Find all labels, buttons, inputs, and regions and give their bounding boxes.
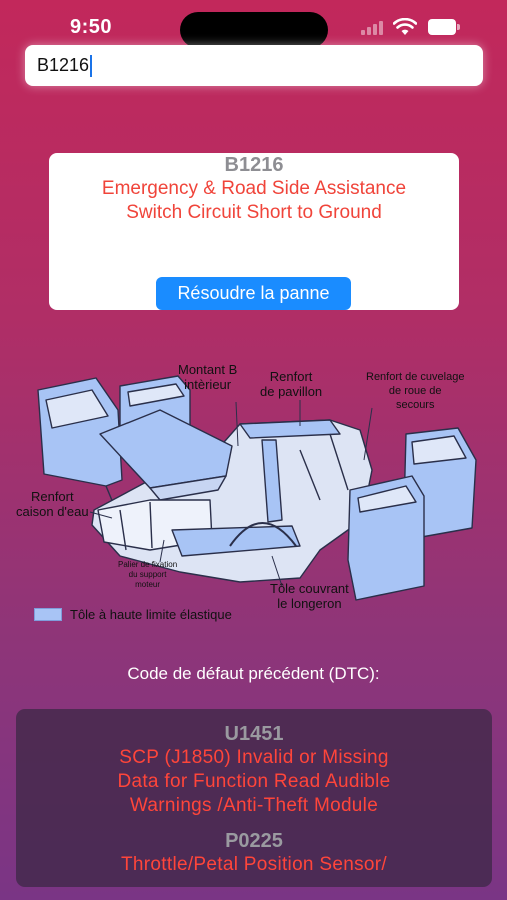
dtc-item[interactable]: U1451 SCP (J1850) Invalid or Missing Dat… xyxy=(16,709,492,818)
result-description-line: Emergency & Road Side Assistance xyxy=(101,178,407,199)
label-line: secours xyxy=(395,399,435,411)
dtc-description-line: Warnings /Anti-Theft Module xyxy=(129,795,379,816)
wifi-icon xyxy=(392,17,418,36)
label-line: intèrieur xyxy=(184,377,232,392)
dynamic-island xyxy=(180,12,328,48)
label-palier: Palier de fixation du support moteur xyxy=(118,560,177,590)
label-line: de pavillon xyxy=(260,384,323,399)
label-renfort-caison: Renfort caison d'eau xyxy=(16,489,89,519)
car-body-illustration xyxy=(37,375,477,601)
previous-dtc-title: Code de défaut précédent (DTC): xyxy=(127,664,380,683)
label-line: moteur xyxy=(135,580,161,589)
previous-dtc-list[interactable]: U1451 SCP (J1850) Invalid or Missing Dat… xyxy=(16,709,492,887)
dtc-description-line: Data for Function Read Audible xyxy=(117,771,391,792)
result-description: Emergency & Road Side Assistance Switch … xyxy=(49,177,459,225)
text-caret xyxy=(90,54,93,77)
label-line: Palier de fixation xyxy=(118,560,178,569)
label-line: Tôle couvrant xyxy=(270,581,349,596)
label-line: de roue de xyxy=(388,385,442,397)
dtc-description-line: Throttle/Petal Position Sensor/ xyxy=(121,854,387,875)
dtc-code: U1451 xyxy=(224,723,284,745)
search-input[interactable]: B1216 xyxy=(25,45,483,86)
label-montant-b: Montant B intèrieur xyxy=(178,362,237,392)
battery-icon xyxy=(428,19,460,35)
cellular-signal-icon xyxy=(361,21,385,35)
result-description-line: Switch Circuit Short to Ground xyxy=(126,202,382,223)
label-line: Renfort de cuvelage xyxy=(366,371,465,383)
search-input-value: B1216 xyxy=(37,55,90,75)
legend-label: Tôle à haute limite élastique xyxy=(70,607,232,622)
result-code: B1216 xyxy=(224,154,284,176)
label-line: caison d'eau xyxy=(16,504,89,519)
resolve-fault-button[interactable]: Résoudre la panne xyxy=(156,277,351,310)
legend-swatch xyxy=(34,608,62,621)
label-line: Renfort xyxy=(30,489,74,504)
label-line: Renfort xyxy=(269,369,313,384)
result-card: B1216 Emergency & Road Side Assistance S… xyxy=(49,153,459,310)
label-renfort-cuvelage: Renfort de cuvelage de roue de secours xyxy=(366,370,464,412)
dtc-description-line: SCP (J1850) Invalid or Missing xyxy=(119,747,389,768)
label-tole: Tôle couvrant le longeron xyxy=(270,581,349,611)
status-bar: 9:50 xyxy=(0,0,507,48)
label-line: du support xyxy=(128,570,167,579)
dtc-code: P0225 xyxy=(225,830,283,852)
dtc-item[interactable]: P0225 Throttle/Petal Position Sensor/ xyxy=(16,818,492,877)
label-line: le longeron xyxy=(277,596,342,611)
car-body-diagram: Montant B intèrieur Renfort de pavillon … xyxy=(0,350,507,630)
label-renfort-pavillon: Renfort de pavillon xyxy=(260,369,322,399)
label-line: Montant B xyxy=(178,362,238,377)
status-time: 9:50 xyxy=(70,16,113,38)
